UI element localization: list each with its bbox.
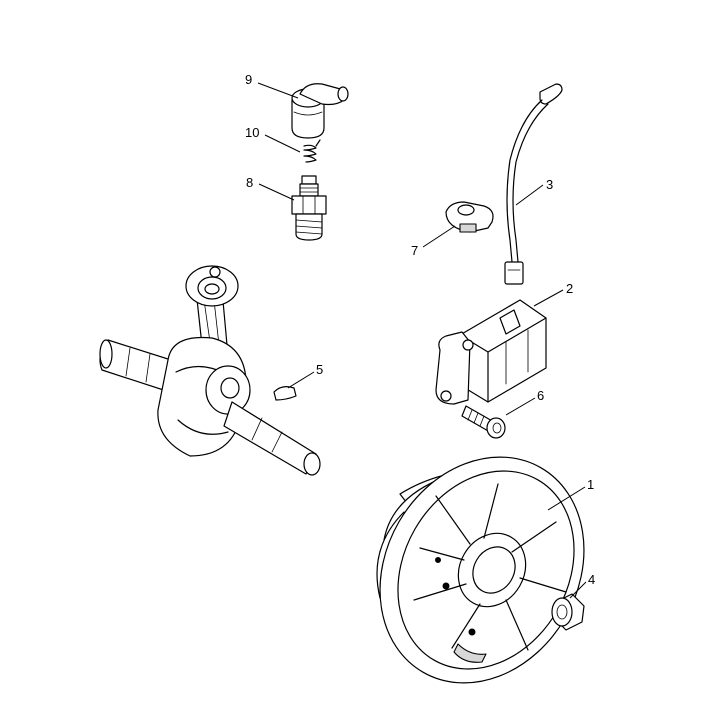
callout-7: 7 bbox=[411, 225, 456, 258]
lead-clamp-drawing[interactable] bbox=[445, 201, 494, 233]
callout-3-label: 3 bbox=[546, 177, 553, 192]
callout-4-label: 4 bbox=[588, 572, 595, 587]
callout-6-label: 6 bbox=[537, 388, 544, 403]
callout-4: 4 bbox=[569, 572, 595, 599]
callout-9-label: 9 bbox=[245, 72, 252, 87]
callout-10: 10 bbox=[245, 125, 301, 153]
high-tension-lead-drawing[interactable] bbox=[504, 83, 563, 285]
plug-spring-drawing[interactable] bbox=[303, 139, 321, 163]
callout-8: 8 bbox=[246, 175, 295, 201]
spark-plug-drawing[interactable] bbox=[291, 175, 327, 241]
callout-8-label: 8 bbox=[246, 175, 253, 190]
ignition-coil-drawing[interactable] bbox=[435, 299, 547, 405]
spark-plug-cap-drawing[interactable] bbox=[291, 83, 349, 139]
callout-10-label: 10 bbox=[245, 125, 259, 140]
callout-3: 3 bbox=[515, 177, 553, 206]
callout-1: 1 bbox=[547, 477, 594, 511]
callout-7-label: 7 bbox=[411, 243, 418, 258]
crankshaft-drawing[interactable] bbox=[99, 265, 321, 476]
callout-6: 6 bbox=[505, 388, 544, 416]
flywheel-nut-drawing[interactable] bbox=[551, 593, 585, 631]
callout-5-label: 5 bbox=[316, 362, 323, 377]
woodruff-key-drawing[interactable] bbox=[273, 386, 297, 401]
callout-2: 2 bbox=[533, 281, 573, 307]
callout-9: 9 bbox=[245, 72, 299, 99]
coil-bolt-drawing[interactable] bbox=[461, 405, 506, 439]
callout-5: 5 bbox=[287, 362, 323, 389]
callout-2-label: 2 bbox=[566, 281, 573, 296]
flywheel-drawing[interactable] bbox=[340, 420, 624, 702]
callout-1-label: 1 bbox=[587, 477, 594, 492]
